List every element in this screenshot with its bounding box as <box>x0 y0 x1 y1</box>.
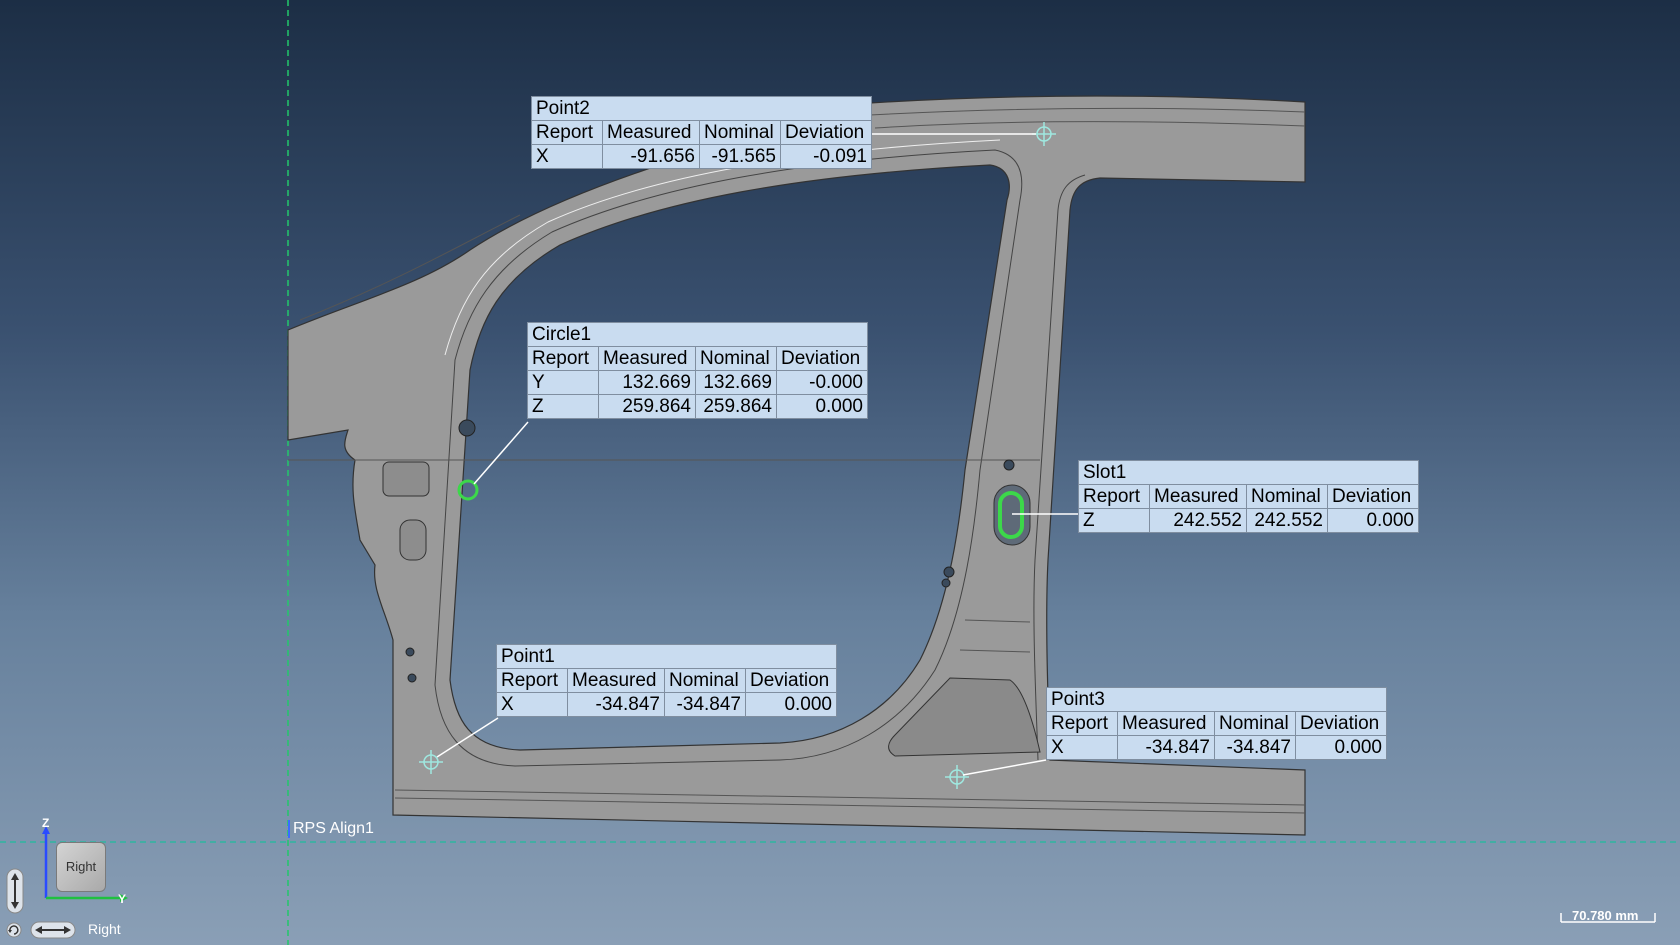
rotate-icon[interactable] <box>6 922 22 938</box>
callout-title: Slot1 <box>1078 460 1419 485</box>
body-side-panel[interactable] <box>287 95 1306 836</box>
pan-icon[interactable] <box>30 921 76 939</box>
column-header: Measured <box>602 120 700 145</box>
nominal-cell: -34.847 <box>1214 735 1296 760</box>
axis-y-label: Y <box>118 892 127 906</box>
table-row: X -91.656 -91.565 -0.091 <box>531 144 872 169</box>
hole <box>405 647 415 657</box>
column-header: Measured <box>598 346 696 371</box>
callout-title: Point1 <box>496 644 837 669</box>
table-row: Z 242.552 242.552 0.000 <box>1078 508 1419 533</box>
point3-callout[interactable]: Point3 Report Measured Nominal Deviation… <box>1046 687 1387 760</box>
deviation-cell: 0.000 <box>1295 735 1387 760</box>
alignment-label: RPS Align1 <box>288 820 374 838</box>
measured-cell: 259.864 <box>598 394 696 419</box>
nominal-cell: -91.565 <box>699 144 781 169</box>
axis-cell: Z <box>527 394 599 419</box>
axis-cell: Y <box>527 370 599 395</box>
column-header: Report <box>527 346 599 371</box>
deviation-cell: 0.000 <box>1327 508 1419 533</box>
point1-leader-line <box>436 717 499 758</box>
nominal-cell: 242.552 <box>1246 508 1328 533</box>
point3-marker-icon[interactable] <box>945 765 969 789</box>
measured-cell: -34.847 <box>1117 735 1215 760</box>
hole <box>943 566 955 578</box>
point1-marker-icon[interactable] <box>419 750 443 774</box>
axis-cell: X <box>531 144 603 169</box>
hole <box>1003 459 1015 471</box>
axis-cell: X <box>1046 735 1118 760</box>
column-header: Nominal <box>699 120 781 145</box>
measured-cell: 242.552 <box>1149 508 1247 533</box>
zoom-icon[interactable] <box>6 868 24 914</box>
column-header: Measured <box>567 668 665 693</box>
nominal-cell: -34.847 <box>664 692 746 717</box>
column-header: Nominal <box>664 668 746 693</box>
column-header: Report <box>496 668 568 693</box>
callout-title: Point2 <box>531 96 872 121</box>
scale-bar <box>1560 913 1656 923</box>
column-header: Deviation <box>780 120 872 145</box>
axis-z-label: Z <box>42 816 50 830</box>
deviation-cell: -0.091 <box>780 144 872 169</box>
hole <box>407 673 417 683</box>
column-header: Measured <box>1149 484 1247 509</box>
left-square-cutout <box>382 461 430 497</box>
column-header: Nominal <box>695 346 777 371</box>
axis-cell: Z <box>1078 508 1150 533</box>
view-name-label: Right <box>88 921 121 937</box>
nominal-cell: 259.864 <box>695 394 777 419</box>
table-row: X -34.847 -34.847 0.000 <box>1046 735 1387 760</box>
axis-triad <box>42 826 128 902</box>
deviation-cell: 0.000 <box>745 692 837 717</box>
deviation-cell: 0.000 <box>776 394 868 419</box>
measured-cell: -91.656 <box>602 144 700 169</box>
table-row: Y 132.669 132.669 -0.000 <box>527 370 868 395</box>
column-header: Deviation <box>1327 484 1419 509</box>
hole <box>458 419 476 437</box>
circle1-leader-line <box>473 421 529 485</box>
column-header: Deviation <box>776 346 868 371</box>
point3-leader-line <box>962 759 1047 776</box>
circle1-feature-marker[interactable] <box>457 479 479 501</box>
measured-cell: -34.847 <box>567 692 665 717</box>
point1-callout[interactable]: Point1 Report Measured Nominal Deviation… <box>496 644 837 717</box>
column-header: Report <box>1046 711 1118 736</box>
column-header: Nominal <box>1214 711 1296 736</box>
left-slot-cutout <box>399 519 427 561</box>
circle1-callout[interactable]: Circle1 Report Measured Nominal Deviatio… <box>527 322 868 419</box>
column-header: Report <box>531 120 603 145</box>
callout-title: Point3 <box>1046 687 1387 712</box>
column-header: Deviation <box>1295 711 1387 736</box>
column-header: Nominal <box>1246 484 1328 509</box>
column-header: Deviation <box>745 668 837 693</box>
view-cube[interactable]: Right <box>56 842 106 892</box>
slot1-feature-marker[interactable] <box>998 491 1024 539</box>
axis-cell: X <box>496 692 568 717</box>
table-row: Z 259.864 259.864 0.000 <box>527 394 868 419</box>
nominal-cell: 132.669 <box>695 370 777 395</box>
measured-cell: 132.669 <box>598 370 696 395</box>
table-row: X -34.847 -34.847 0.000 <box>496 692 837 717</box>
point2-callout[interactable]: Point2 Report Measured Nominal Deviation… <box>531 96 872 169</box>
column-header: Report <box>1078 484 1150 509</box>
hole <box>941 578 951 588</box>
deviation-cell: -0.000 <box>776 370 868 395</box>
column-header: Measured <box>1117 711 1215 736</box>
slot1-callout[interactable]: Slot1 Report Measured Nominal Deviation … <box>1078 460 1419 533</box>
scale-label: 70.780 mm <box>1572 908 1639 923</box>
callout-title: Circle1 <box>527 322 868 347</box>
